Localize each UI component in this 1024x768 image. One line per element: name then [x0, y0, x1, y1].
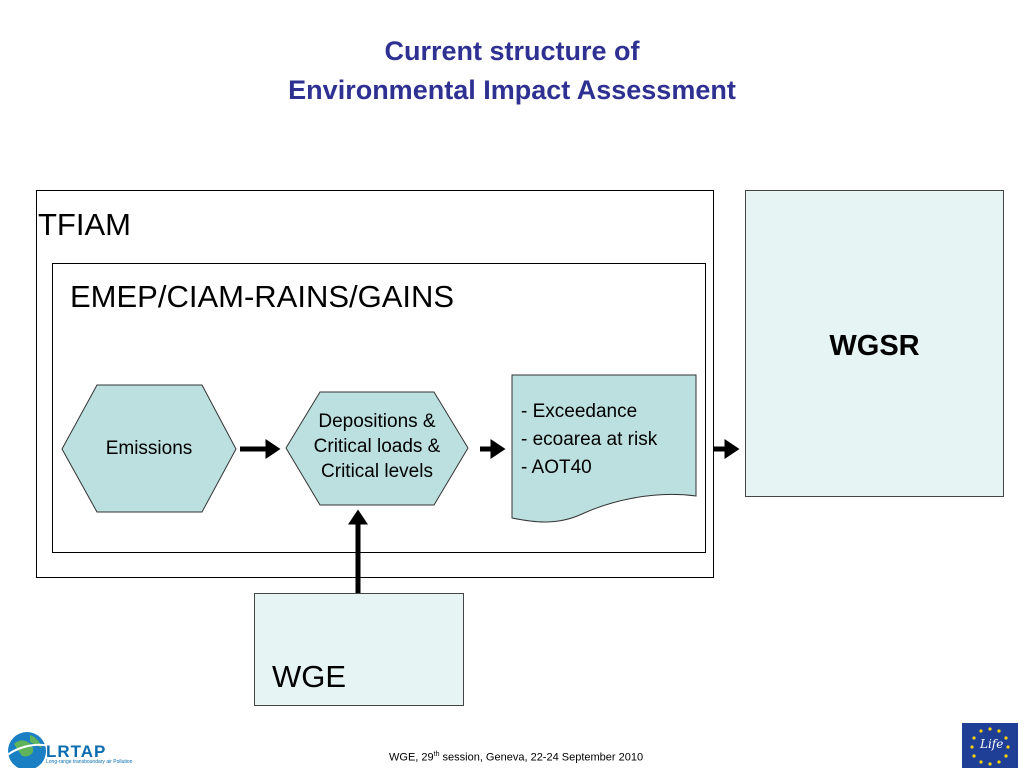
emissions-hexagon: [61, 384, 237, 513]
lrtap-logo-icon: [3, 732, 51, 768]
lrtap-logo-text: LRTAP: [46, 742, 107, 761]
outputs-document-shape: [511, 374, 697, 523]
title-line-2: Environmental Impact Assessment: [288, 75, 736, 105]
title-line-1: Current structure of: [384, 36, 640, 66]
wge-box: [254, 593, 464, 706]
lrtap-logo-subtitle: Long-range transboundary air Pollution: [46, 759, 133, 765]
outputs-item-exceedance: - Exceedance: [521, 401, 638, 422]
deposition-line-1: Depositions &: [318, 411, 436, 432]
deposition-label: Depositions & Critical loads & Critical …: [286, 409, 468, 484]
emissions-label: Emissions: [105, 438, 193, 459]
deposition-line-2: Critical loads &: [313, 436, 441, 457]
footer-caption: WGE, 29th session, Geneva, 22-24 Septemb…: [389, 751, 643, 764]
deposition-hexagon: [285, 391, 469, 506]
life-logo-text: Life: [980, 737, 1004, 751]
eu-life-logo-icon: [962, 723, 1018, 768]
tfiam-label: TFIAM: [38, 207, 131, 242]
outputs-item-ecoarea: - ecoarea at risk: [521, 429, 658, 450]
emep-label: EMEP/CIAM-RAINS/GAINS: [70, 279, 455, 314]
deposition-line-3: Critical levels: [321, 461, 433, 482]
footer-text-end: session, Geneva, 22-24 September 2010: [439, 751, 644, 764]
wgsr-label: WGSR: [829, 330, 920, 362]
footer-text-start: WGE, 29: [389, 751, 434, 764]
slide-title: Current structure of Environmental Impac…: [0, 32, 1024, 110]
footer-superscript: th: [433, 751, 440, 758]
wgsr-box: [745, 190, 1004, 497]
outputs-item-aot40: - AOT40: [521, 457, 592, 478]
wge-label: WGE: [272, 659, 347, 694]
outputs-list: - Exceedance - ecoarea at risk - AOT40: [521, 398, 657, 482]
